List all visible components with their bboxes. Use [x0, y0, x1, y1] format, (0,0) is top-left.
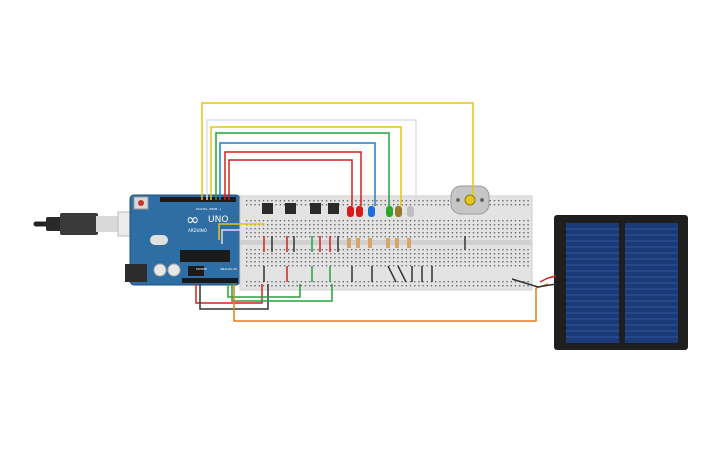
wire-white-led: [206, 119, 417, 206]
wire-yellow-led: [210, 126, 402, 206]
breadboard-jumpers: [263, 236, 466, 283]
wire-yellow-motor: [201, 102, 474, 200]
arduino-label-analog: ANALOG IN: [220, 267, 237, 271]
wire-green-led: [215, 132, 390, 206]
wire-red-led-2: [224, 151, 362, 206]
resistor-2[interactable]: [356, 238, 360, 248]
resistor-6[interactable]: [407, 238, 411, 248]
led-5[interactable]: [395, 206, 402, 217]
pushbuttons[interactable]: [262, 203, 339, 214]
led-4[interactable]: [386, 206, 393, 217]
usb-cable-icon: [33, 211, 137, 237]
pushbutton-4[interactable]: [328, 203, 339, 214]
pushbutton-2[interactable]: [285, 203, 296, 214]
wires: [195, 102, 557, 322]
arduino-logo: ∞: [186, 210, 199, 229]
wire-blue-led: [219, 142, 376, 206]
wire-button-yellow: [218, 223, 264, 240]
led-6[interactable]: [407, 206, 414, 217]
arduino-label-power: POWER: [196, 267, 207, 271]
wire-solar-red: [539, 275, 557, 283]
led-3[interactable]: [368, 206, 375, 217]
wire-red-led-1: [228, 159, 353, 206]
resistor-3[interactable]: [368, 238, 372, 248]
resistors[interactable]: [347, 238, 411, 248]
wire-green-low-1: [227, 284, 301, 298]
wire-green-low-2: [231, 284, 333, 302]
wire-power-red: [195, 284, 263, 304]
dc-motor-icon[interactable]: [450, 185, 490, 215]
resistor-1[interactable]: [347, 238, 351, 248]
resistor-4[interactable]: [386, 238, 390, 248]
pushbutton-3[interactable]: [310, 203, 321, 214]
led-2[interactable]: [356, 206, 363, 217]
solar-panel-icon[interactable]: [554, 215, 688, 350]
arduino-brand: ARDUINO: [188, 228, 207, 233]
arduino-board[interactable]: ∞ UNO ARDUINO DIGITAL (PWM~) POWER ANALO…: [125, 194, 241, 286]
leds[interactable]: [347, 206, 414, 217]
wire-button-white: [221, 229, 287, 244]
arduino-label-digital: DIGITAL (PWM~): [196, 207, 221, 211]
pushbutton-1[interactable]: [262, 203, 273, 214]
arduino-model: UNO: [208, 215, 228, 225]
led-1[interactable]: [347, 206, 354, 217]
wire-solar-black: [511, 278, 557, 288]
resistor-5[interactable]: [395, 238, 399, 248]
